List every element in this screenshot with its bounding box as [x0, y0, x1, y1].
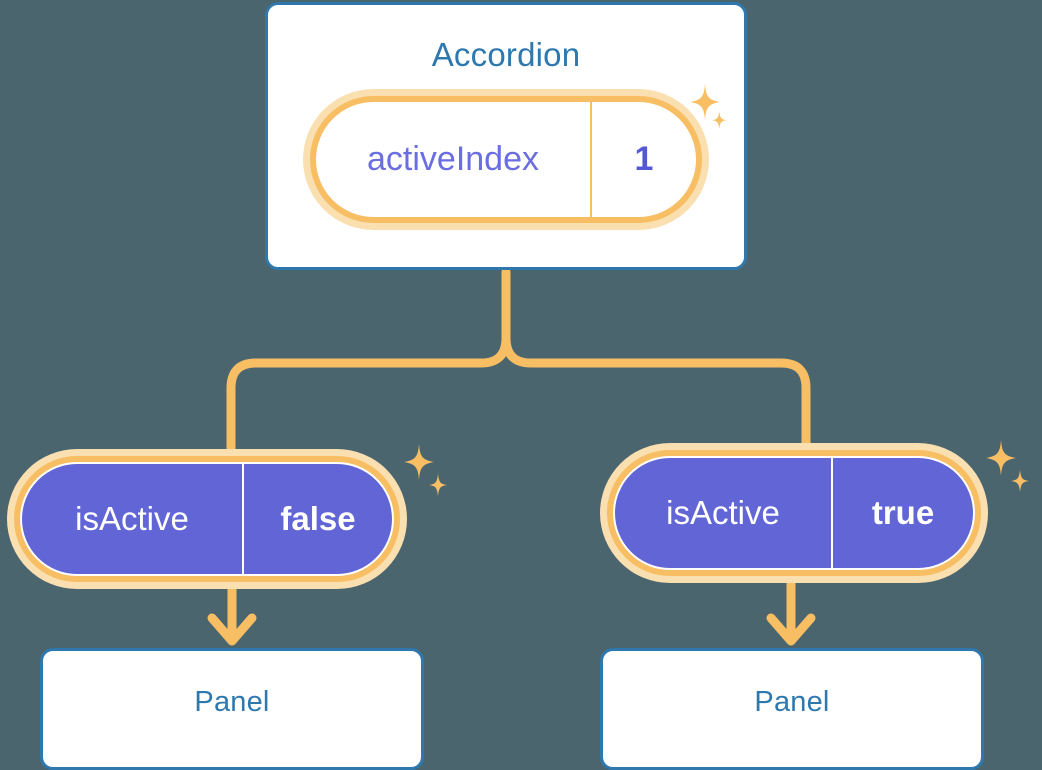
connector-tree-branch: [226, 267, 511, 457]
state-badge-isactive-false[interactable]: isActive false: [14, 456, 400, 582]
state-value-label: false: [242, 464, 392, 574]
state-key-label: isActive: [666, 494, 780, 531]
state-badge-activeindex[interactable]: activeIndex 1: [310, 96, 702, 223]
connector-tree-branch-right: [501, 333, 811, 451]
state-badge-isactive-true[interactable]: isActive true: [607, 450, 981, 576]
state-badge-inner: isActive true: [613, 456, 975, 570]
panel-component-card-left: Panel: [40, 648, 424, 770]
sparkle-star-large-icon: [404, 444, 447, 496]
state-key-label: activeIndex: [367, 140, 539, 178]
panel-title: Panel: [194, 686, 270, 718]
panel-title: Panel: [754, 686, 830, 718]
arrow-down-icon-left: [207, 583, 257, 646]
sparkle-star-large-icon: [986, 440, 1029, 492]
state-badge-inner: activeIndex 1: [316, 102, 696, 217]
state-value-label: true: [831, 458, 973, 568]
arrow-down-icon-right: [766, 578, 816, 646]
state-value-label: 1: [590, 102, 696, 217]
page-title: Accordion: [431, 36, 581, 73]
state-badge-inner: isActive false: [20, 462, 394, 576]
state-key-label: isActive: [75, 500, 189, 537]
panel-component-card-right: Panel: [600, 648, 984, 770]
